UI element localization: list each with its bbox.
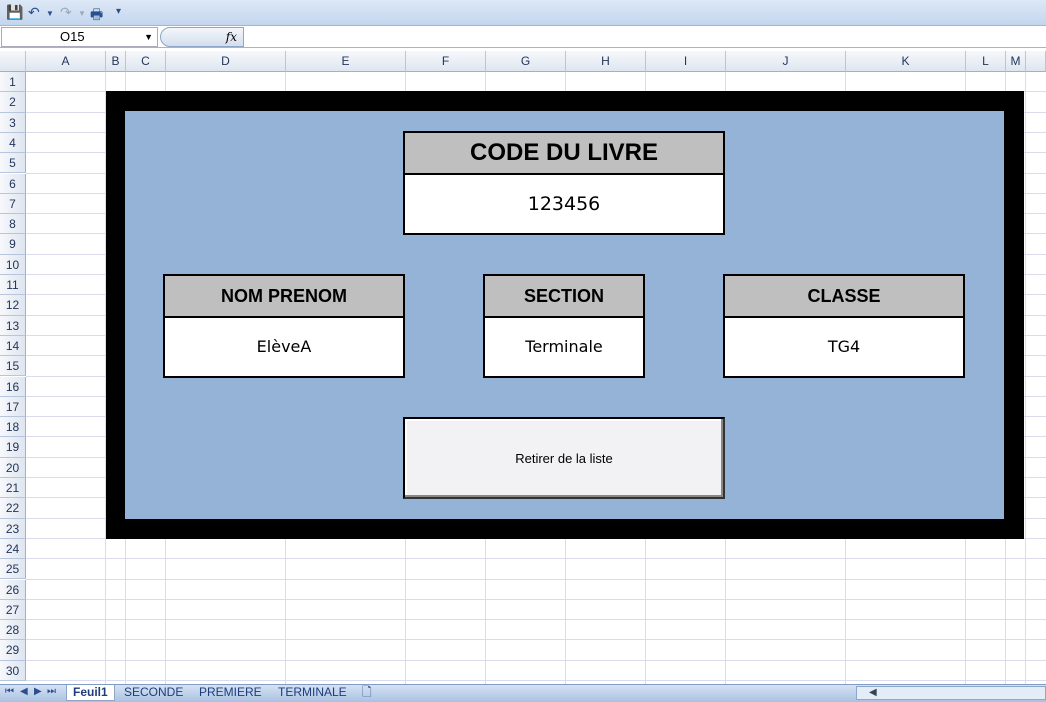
column-header-next[interactable]	[1026, 51, 1046, 72]
row-header-17[interactable]: 17	[0, 396, 26, 418]
row-header-3[interactable]: 3	[0, 112, 26, 133]
row-header-9[interactable]: 9	[0, 234, 26, 255]
row-header-19[interactable]: 19	[0, 437, 26, 458]
row-header-12[interactable]: 12	[0, 295, 26, 316]
column-header-J[interactable]: J	[726, 51, 846, 72]
row-header-7[interactable]: 7	[0, 193, 26, 215]
quick-access-toolbar: 💾 ↶ ▼ ↷ ▼ 🖶 ▾	[0, 0, 1046, 26]
tab-feuil1[interactable]: Feuil1	[66, 685, 115, 701]
row-header-13[interactable]: 13	[0, 315, 26, 336]
column-header-A[interactable]: A	[26, 51, 106, 72]
section-label: SECTION	[485, 276, 643, 318]
row-header-18[interactable]: 18	[0, 417, 26, 438]
nom-prenom-value[interactable]: ElèveA	[256, 337, 312, 356]
gridline	[26, 558, 1046, 560]
row-header-8[interactable]: 8	[0, 214, 26, 235]
gridline	[26, 598, 1046, 600]
row-header-20[interactable]: 20	[0, 457, 26, 478]
name-box-value: O15	[60, 29, 85, 44]
row-header-6[interactable]: 6	[0, 173, 26, 194]
column-header-D[interactable]: D	[166, 51, 286, 72]
column-header-I[interactable]: I	[646, 51, 726, 72]
column-header-C[interactable]: C	[126, 51, 166, 72]
row-header-24[interactable]: 24	[0, 538, 26, 560]
column-header-M[interactable]: M	[1006, 51, 1026, 72]
column-header-K[interactable]: K	[846, 51, 966, 72]
column-header-B[interactable]: B	[106, 51, 126, 72]
nom-prenom-label: NOM PRENOM	[165, 276, 403, 318]
sheet-tab-bar: ⏮ ◀ ▶ ⏭ Feuil1 SECONDE PREMIERE TERMINAL…	[0, 684, 1046, 702]
classe-box: CLASSE TG4	[723, 274, 965, 378]
gridline	[26, 619, 1046, 621]
code-livre-label: CODE DU LIVRE	[405, 133, 723, 175]
classe-value[interactable]: TG4	[827, 337, 861, 356]
row-header-29[interactable]: 29	[0, 640, 26, 661]
section-box: SECTION Terminale	[483, 274, 645, 378]
row-header-11[interactable]: 11	[0, 275, 26, 296]
column-header-F[interactable]: F	[406, 51, 486, 72]
chevron-down-icon[interactable]: ▼	[144, 32, 153, 42]
gridline	[1025, 72, 1026, 684]
row-header-14[interactable]: 14	[0, 335, 26, 357]
row-header-25[interactable]: 25	[0, 559, 26, 580]
horizontal-scrollbar[interactable]: ◀	[856, 686, 1046, 700]
name-box[interactable]: O15 ▼	[1, 27, 158, 47]
row-header-1[interactable]: 1	[0, 72, 26, 93]
nom-prenom-box: NOM PRENOM ElèveA	[163, 274, 405, 378]
row-header-28[interactable]: 28	[0, 620, 26, 641]
insert-sheet-icon[interactable]: 🗋	[362, 685, 372, 699]
column-header-G[interactable]: G	[486, 51, 566, 72]
last-sheet-icon[interactable]: ⏭	[47, 686, 56, 697]
tab-terminale[interactable]: TERMINALE	[278, 685, 347, 699]
column-header-E[interactable]: E	[286, 51, 406, 72]
row-header-15[interactable]: 15	[0, 356, 26, 377]
section-value[interactable]: Terminale	[525, 337, 603, 356]
undo-dropdown-icon[interactable]: ▼	[46, 9, 54, 18]
column-header-H[interactable]: H	[566, 51, 646, 72]
retirer-de-la-liste-button[interactable]: Retirer de la liste	[403, 417, 725, 499]
column-header-L[interactable]: L	[966, 51, 1006, 72]
row-header-23[interactable]: 23	[0, 518, 26, 539]
print-icon[interactable]: 🖶	[90, 6, 104, 22]
formula-bar: O15 ▼ fx	[0, 26, 1046, 48]
row-header-27[interactable]: 27	[0, 599, 26, 621]
code-livre-value[interactable]: 123456	[527, 193, 601, 215]
gridline	[105, 72, 106, 684]
tab-seconde[interactable]: SECONDE	[124, 685, 184, 699]
code-livre-box: CODE DU LIVRE 123456	[403, 131, 725, 235]
row-header-26[interactable]: 26	[0, 579, 26, 600]
formula-input[interactable]	[245, 27, 1046, 47]
tab-premiere[interactable]: PREMIERE	[199, 685, 262, 699]
row-header-2[interactable]: 2	[0, 92, 26, 113]
row-header-21[interactable]: 21	[0, 478, 26, 499]
first-sheet-icon[interactable]: ⏮	[5, 686, 14, 697]
row-header-5[interactable]: 5	[0, 153, 26, 174]
save-icon[interactable]: 💾	[6, 4, 24, 20]
classe-label: CLASSE	[725, 276, 963, 318]
redo-icon[interactable]: ↷	[60, 4, 72, 20]
gridline	[26, 659, 1046, 661]
row-header-4[interactable]: 4	[0, 132, 26, 154]
select-all-corner[interactable]	[0, 51, 26, 72]
prev-sheet-icon[interactable]: ◀	[20, 686, 28, 697]
gridline	[26, 680, 1046, 681]
row-header-10[interactable]: 10	[0, 254, 26, 275]
row-header-30[interactable]: 30	[0, 660, 26, 681]
next-sheet-icon[interactable]: ▶	[34, 686, 42, 697]
row-header-16[interactable]: 16	[0, 376, 26, 397]
scroll-left-icon[interactable]: ◀	[869, 687, 877, 698]
gridline	[26, 639, 1046, 641]
customize-toolbar-icon[interactable]: ▾	[116, 6, 122, 17]
undo-icon[interactable]: ↶	[28, 4, 40, 20]
gridline	[26, 578, 1046, 580]
insert-function-button[interactable]: fx	[160, 27, 244, 47]
redo-dropdown-icon[interactable]: ▼	[78, 9, 86, 18]
row-header-22[interactable]: 22	[0, 498, 26, 519]
